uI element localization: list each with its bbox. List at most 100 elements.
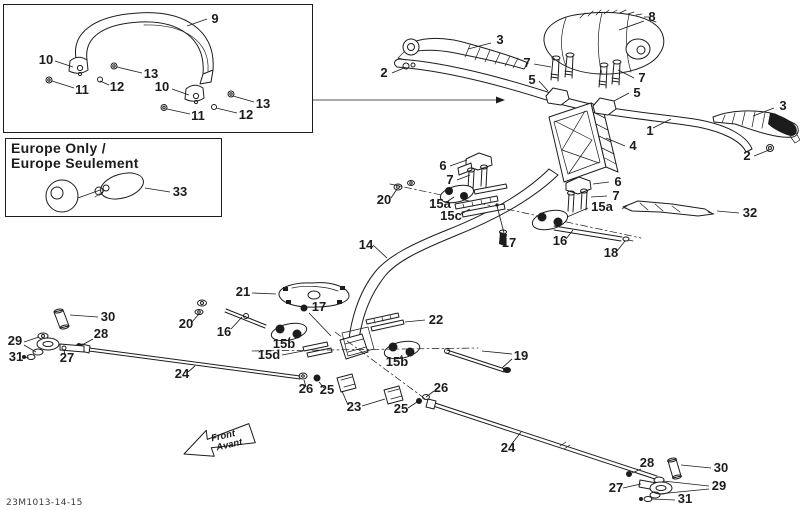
leader-line: [171, 88, 190, 96]
europe-inset: Europe Only / Europe Seulement: [5, 138, 222, 217]
leader-line: [54, 60, 74, 68]
callout-8: 8: [648, 9, 655, 24]
leader-line: [456, 174, 471, 181]
leader-line: [605, 137, 626, 147]
leader-line: [391, 67, 405, 74]
callout-3: 3: [496, 32, 503, 47]
leader-line: [631, 468, 642, 474]
callout-20: 20: [377, 192, 391, 207]
callout-13: 13: [256, 96, 270, 111]
leader-line: [361, 398, 386, 407]
front-arrow-shape: [183, 423, 256, 457]
upper-linkage-drawing: [389, 180, 715, 246]
leader-line: [510, 431, 522, 446]
callout-1: 1: [646, 123, 653, 138]
right-handguard-drawing: [712, 110, 800, 144]
leader-line: [99, 80, 110, 86]
leader-line: [449, 159, 468, 167]
leader-line: [232, 95, 255, 103]
left-bar-end: [402, 62, 416, 70]
callout-27: 27: [60, 350, 74, 365]
callout-30: 30: [714, 460, 728, 475]
leader-line: [215, 107, 238, 114]
leader-line: [281, 350, 304, 356]
leader-line: [144, 187, 171, 193]
callout-13: 13: [144, 66, 158, 81]
leader-line: [23, 356, 30, 359]
handlebar-clamps-drawing: [457, 52, 622, 213]
right-bar-end: [766, 144, 774, 152]
leader-line: [657, 488, 710, 495]
leader-line: [390, 188, 398, 199]
hoop-fasteners: [45, 62, 235, 111]
callout-17: 17: [502, 235, 516, 250]
right-tie-rod-drawing: [425, 398, 658, 480]
callout-22: 22: [429, 312, 443, 327]
leader-line: [308, 312, 332, 337]
leader-line: [680, 464, 712, 469]
callout-21: 21: [236, 284, 250, 299]
leader-line: [460, 208, 471, 215]
part-code: 23M1013-14-15: [6, 498, 83, 508]
center-junction-drawing: [194, 282, 511, 405]
horn-drawing: [45, 172, 144, 213]
leader-line: [187, 365, 196, 373]
leader-line: [618, 20, 645, 31]
callout-24: 24: [501, 440, 516, 455]
callout-6: 6: [439, 158, 446, 173]
leader-line: [303, 379, 307, 388]
callout-11: 11: [75, 82, 89, 97]
hoop-clamp-left: [68, 56, 89, 77]
callout-28: 28: [640, 455, 654, 470]
leader-line: [590, 195, 608, 198]
callout-10: 10: [39, 52, 53, 67]
leader-line: [652, 118, 672, 129]
callout-30: 30: [101, 309, 115, 324]
europe-inset-border: [5, 138, 222, 217]
leader-line: [616, 240, 626, 252]
leader-line: [116, 66, 143, 74]
leader-line: [467, 42, 492, 50]
callout-15c: 15c: [440, 208, 462, 223]
leader-line: [51, 80, 75, 89]
callout-32: 32: [743, 205, 757, 220]
callout-17: 17: [312, 299, 326, 314]
callout-24: 24: [175, 366, 190, 381]
callout-31: 31: [9, 349, 23, 364]
leader-line: [230, 316, 243, 330]
hoop-clamp-right: [184, 84, 205, 105]
leader-line: [341, 390, 349, 406]
leader-line: [447, 196, 455, 202]
leader-line: [191, 313, 200, 323]
column-clamps-lower: [457, 152, 592, 213]
callout-12: 12: [110, 79, 124, 94]
front-direction-arrow: Front Avant: [183, 423, 256, 457]
left-spindle-drawing: [22, 308, 85, 360]
callout-15a: 15a: [591, 199, 613, 214]
callout-7: 7: [523, 55, 530, 70]
europe-note-line1: Europe Only /: [11, 140, 106, 156]
leader-line: [318, 381, 325, 389]
left-handguard-drawing: [397, 37, 529, 70]
callout-18: 18: [604, 245, 618, 260]
leader-line: [81, 338, 94, 346]
callout-3: 3: [779, 98, 786, 113]
callout-20: 20: [179, 316, 193, 331]
callout-29: 29: [8, 333, 22, 348]
callout-2: 2: [743, 148, 750, 163]
riser-screws-upper: [550, 52, 622, 89]
hoop-inset: [3, 4, 313, 133]
callout-28: 28: [94, 326, 108, 341]
callout-27: 27: [609, 480, 623, 495]
callout-29: 29: [712, 478, 726, 493]
leader-line: [752, 107, 775, 117]
callout-23: 23: [347, 399, 361, 414]
handlebar-muff-drawing: [543, 9, 665, 75]
leader-line: [753, 149, 770, 157]
callout-19: 19: [514, 348, 528, 363]
callout-5: 5: [633, 85, 640, 100]
leader-line: [287, 336, 291, 342]
leader-line: [716, 210, 740, 214]
